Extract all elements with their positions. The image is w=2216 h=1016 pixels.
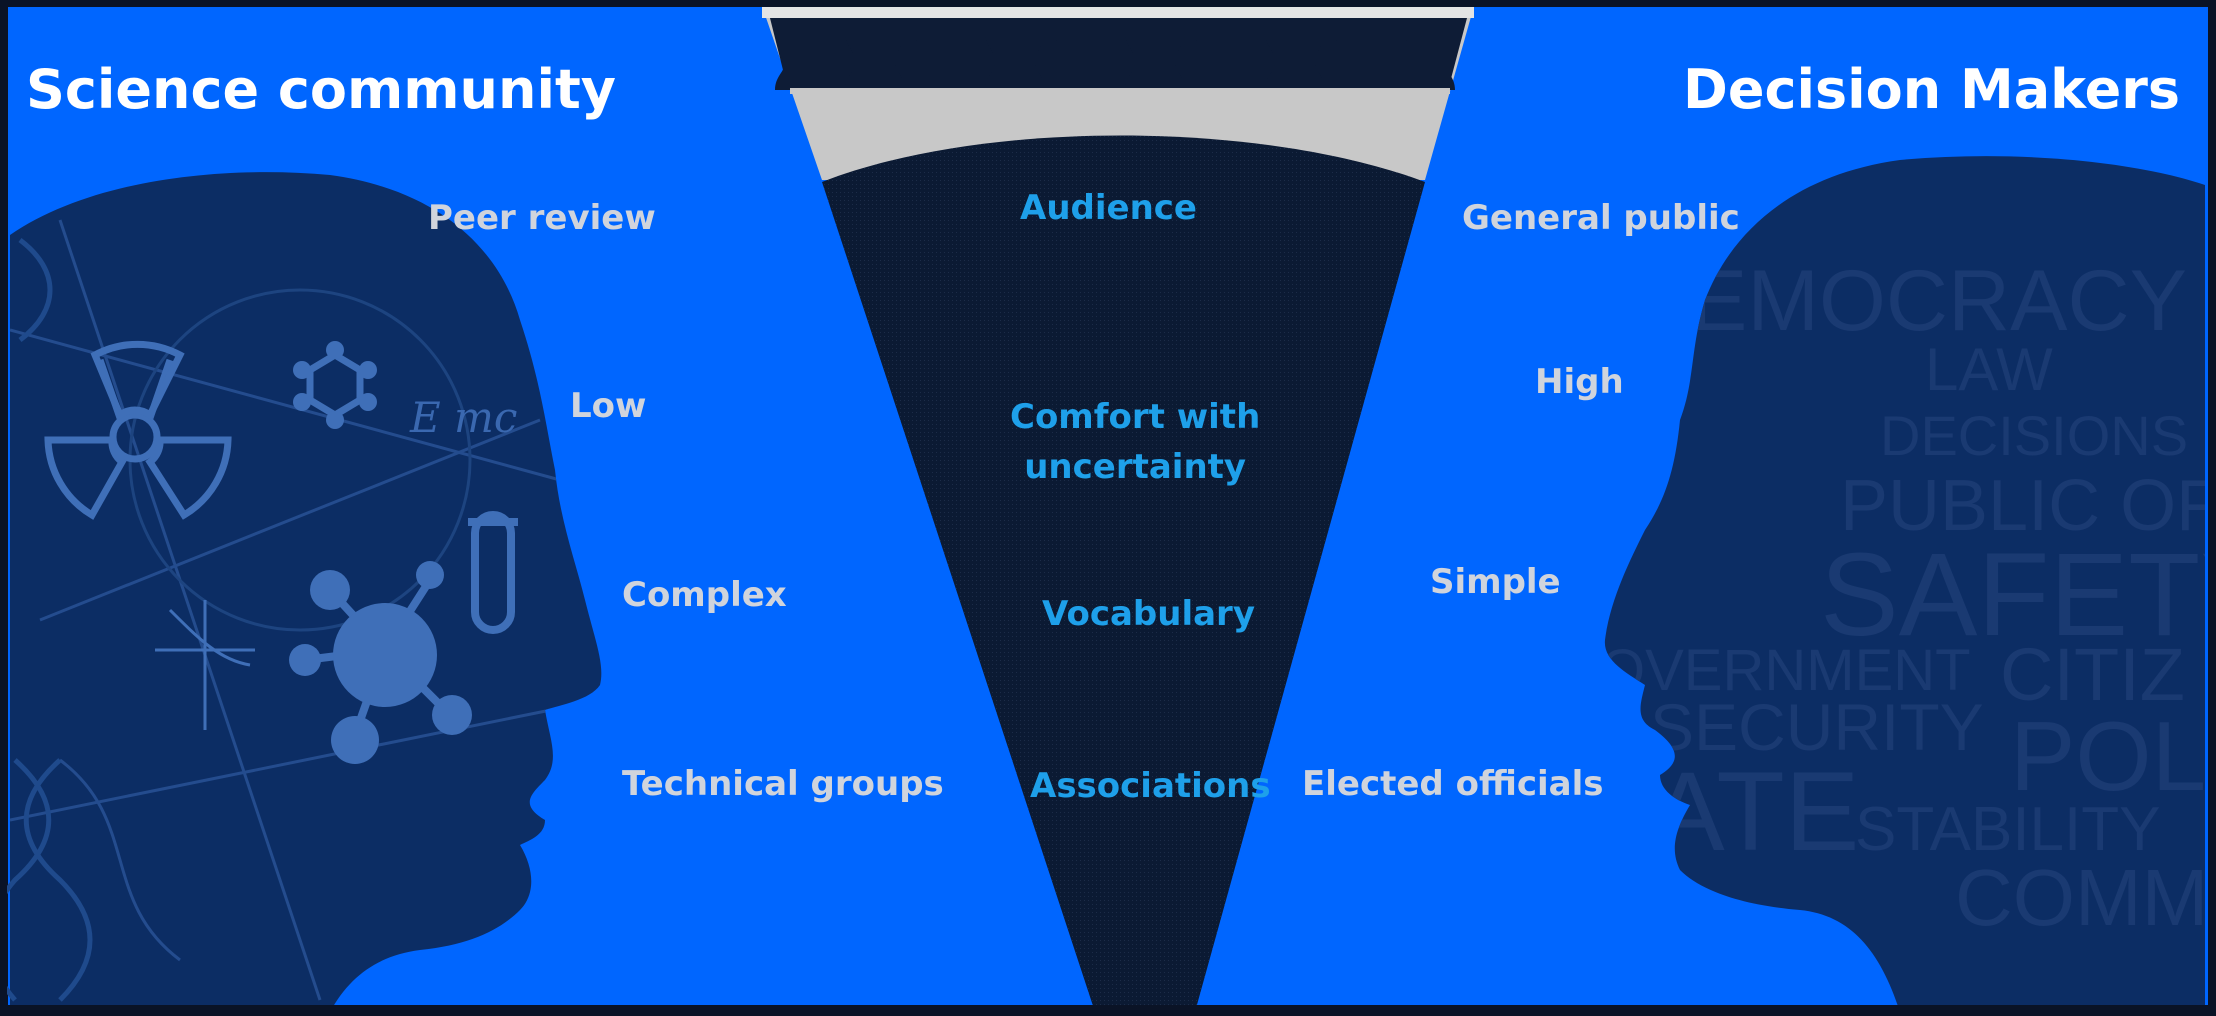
center-label-associations: Associations bbox=[1030, 766, 1271, 806]
science-head-silhouette: E mc bbox=[0, 172, 602, 1012]
science-formula: E mc bbox=[409, 393, 517, 442]
svg-text:POL: POL bbox=[2010, 701, 2206, 811]
molecule-icon bbox=[293, 341, 377, 429]
decision-head-silhouette: EMOCRACY LAW DECISIONS PUBLIC OF SAFETY … bbox=[1600, 156, 2216, 1012]
right-label-high: High bbox=[1535, 362, 1624, 402]
left-label-complex: Complex bbox=[622, 575, 787, 615]
title-decision-makers: Decision Makers bbox=[1683, 58, 2180, 121]
left-label-low: Low bbox=[570, 386, 647, 426]
svg-text:PUBLIC OF: PUBLIC OF bbox=[1840, 466, 2216, 546]
audience-top-band bbox=[762, 6, 1474, 18]
funnel-dark-area bbox=[822, 135, 1425, 1012]
audience-heads-icon bbox=[775, 18, 1455, 90]
svg-text:LAW: LAW bbox=[1925, 336, 2053, 403]
svg-text:STABILITY: STABILITY bbox=[1855, 795, 2161, 864]
svg-text:DECISIONS: DECISIONS bbox=[1880, 404, 2188, 467]
watermark-words: EMOCRACY LAW DECISIONS PUBLIC OF SAFETY … bbox=[1600, 253, 2216, 942]
test-tube-icon bbox=[468, 511, 518, 634]
svg-text:COMM: COMM bbox=[1955, 853, 2208, 942]
svg-text:EMOCRACY: EMOCRACY bbox=[1690, 253, 2187, 349]
right-label-simple: Simple bbox=[1430, 562, 1561, 602]
center-label-comfort-line2: uncertainty bbox=[1024, 447, 1247, 487]
left-label-peer-review: Peer review bbox=[428, 198, 656, 238]
svg-text:SAFETY: SAFETY bbox=[1820, 529, 2216, 661]
atom-network-icon bbox=[289, 561, 472, 764]
center-label-vocabulary: Vocabulary bbox=[1042, 594, 1255, 634]
svg-text:OVERNMENT: OVERNMENT bbox=[1600, 638, 1971, 703]
center-label-comfort-line1: Comfort with bbox=[1010, 397, 1261, 437]
right-label-general-public: General public bbox=[1462, 198, 1740, 238]
title-science-community: Science community bbox=[26, 58, 616, 121]
svg-text:SECURITY: SECURITY bbox=[1650, 690, 1984, 764]
dna-icon bbox=[0, 238, 93, 1002]
right-label-elected-officials: Elected officials bbox=[1302, 764, 1604, 804]
center-label-audience: Audience bbox=[1020, 188, 1197, 228]
center-label-comfort: Comfort with uncertainty bbox=[1010, 392, 1260, 492]
left-label-technical-groups: Technical groups bbox=[622, 764, 944, 804]
svg-text:CITIZ: CITIZ bbox=[2000, 633, 2185, 716]
graph-axes-icon bbox=[155, 600, 255, 730]
radiation-icon bbox=[44, 340, 232, 520]
